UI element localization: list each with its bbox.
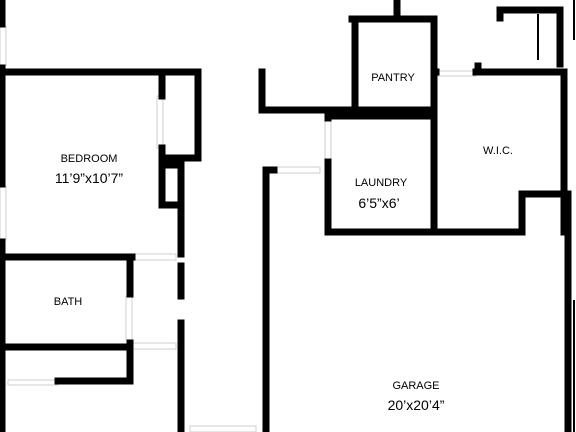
bath-door-opening [125,295,133,341]
bath-label: BATH [54,296,83,308]
pantry-label: PANTRY [371,72,415,84]
upper-right-walls [496,6,564,68]
laundry-walls [324,112,438,236]
garage-label: GARAGE [392,380,439,392]
laundry-door-opening [324,117,332,163]
hall-opening-top [131,253,177,261]
hall-opening-bottom [131,342,177,350]
garage-door-opening [273,166,321,174]
garage-size: 20’x20’4” [388,397,445,413]
wic-door-opening [435,70,477,77]
left-window-bottom [0,185,7,241]
hall-top-wall [258,68,356,114]
linen-closet-wall [158,161,185,209]
bedroom-label: BEDROOM [61,153,118,165]
thin-lines [537,0,575,432]
left-window-top [0,25,7,67]
bath-closet-opening [7,379,59,386]
laundry-label: LAUNDRY [355,177,408,189]
wic-walls [430,68,572,236]
garage-left-wall [262,166,278,432]
wic-label: W.I.C. [483,145,513,157]
bottom-opening [189,425,257,432]
bath-walls [0,253,134,385]
bedroom-top-wall [0,68,202,162]
pantry-walls [348,15,438,114]
bedroom-closet-door-opening [156,95,164,149]
laundry-size: 6’5”x6’ [358,195,399,211]
bedroom-size: 11’9”x10’7” [55,170,124,186]
labels: PANTRY BEDROOM 11’9”x10’7” W.I.C. LAUNDR… [54,72,513,413]
